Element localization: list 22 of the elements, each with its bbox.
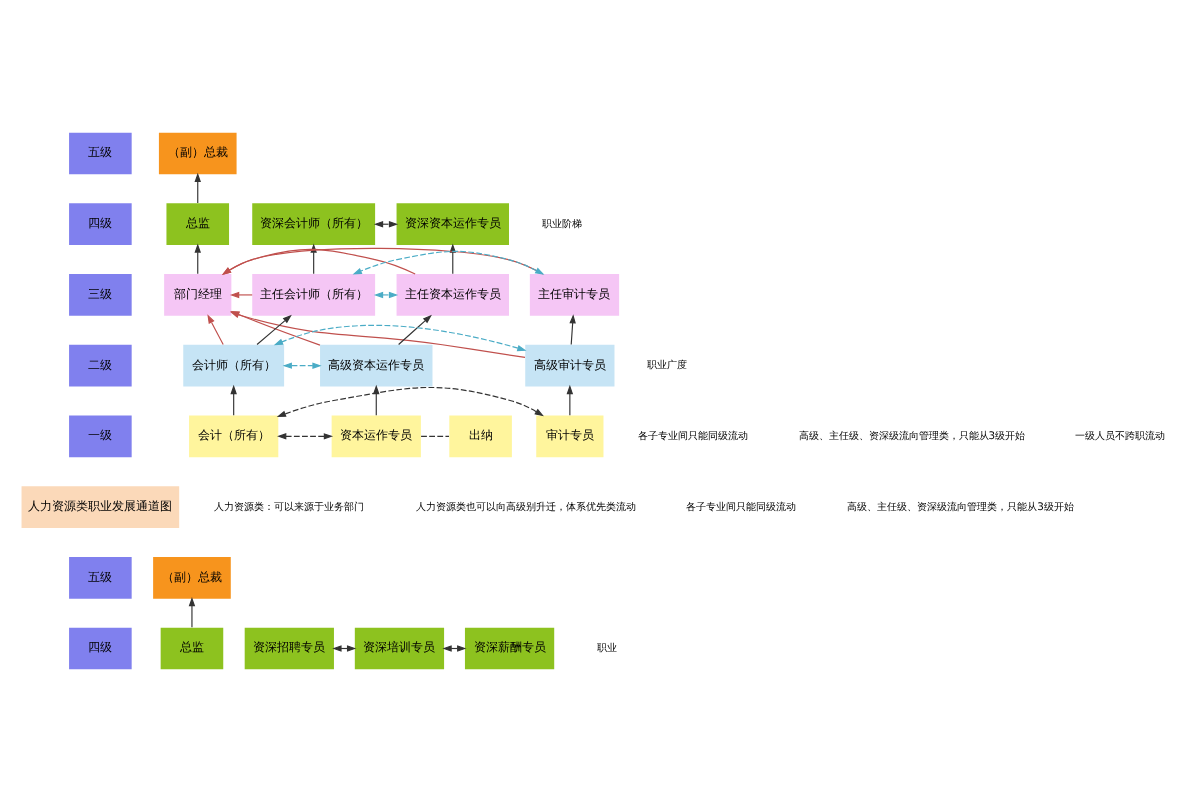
arrow	[569, 313, 576, 345]
arrow	[273, 323, 527, 351]
arrow	[229, 290, 253, 298]
arrow	[221, 247, 416, 274]
arrow	[566, 383, 574, 415]
arrow	[221, 246, 544, 274]
arrow	[352, 249, 545, 274]
arrow	[276, 385, 544, 417]
arrow	[282, 361, 322, 368]
arrow	[373, 219, 399, 227]
arrow	[449, 242, 457, 274]
arrow	[373, 383, 380, 415]
arrow	[207, 313, 224, 345]
arrow	[194, 242, 201, 274]
connector	[420, 434, 450, 436]
arrow	[188, 595, 196, 627]
arrow	[398, 313, 432, 345]
arrow	[230, 383, 237, 415]
arrow	[256, 313, 292, 345]
arrow	[373, 290, 399, 298]
arrow	[194, 171, 201, 203]
arrow	[277, 432, 334, 439]
